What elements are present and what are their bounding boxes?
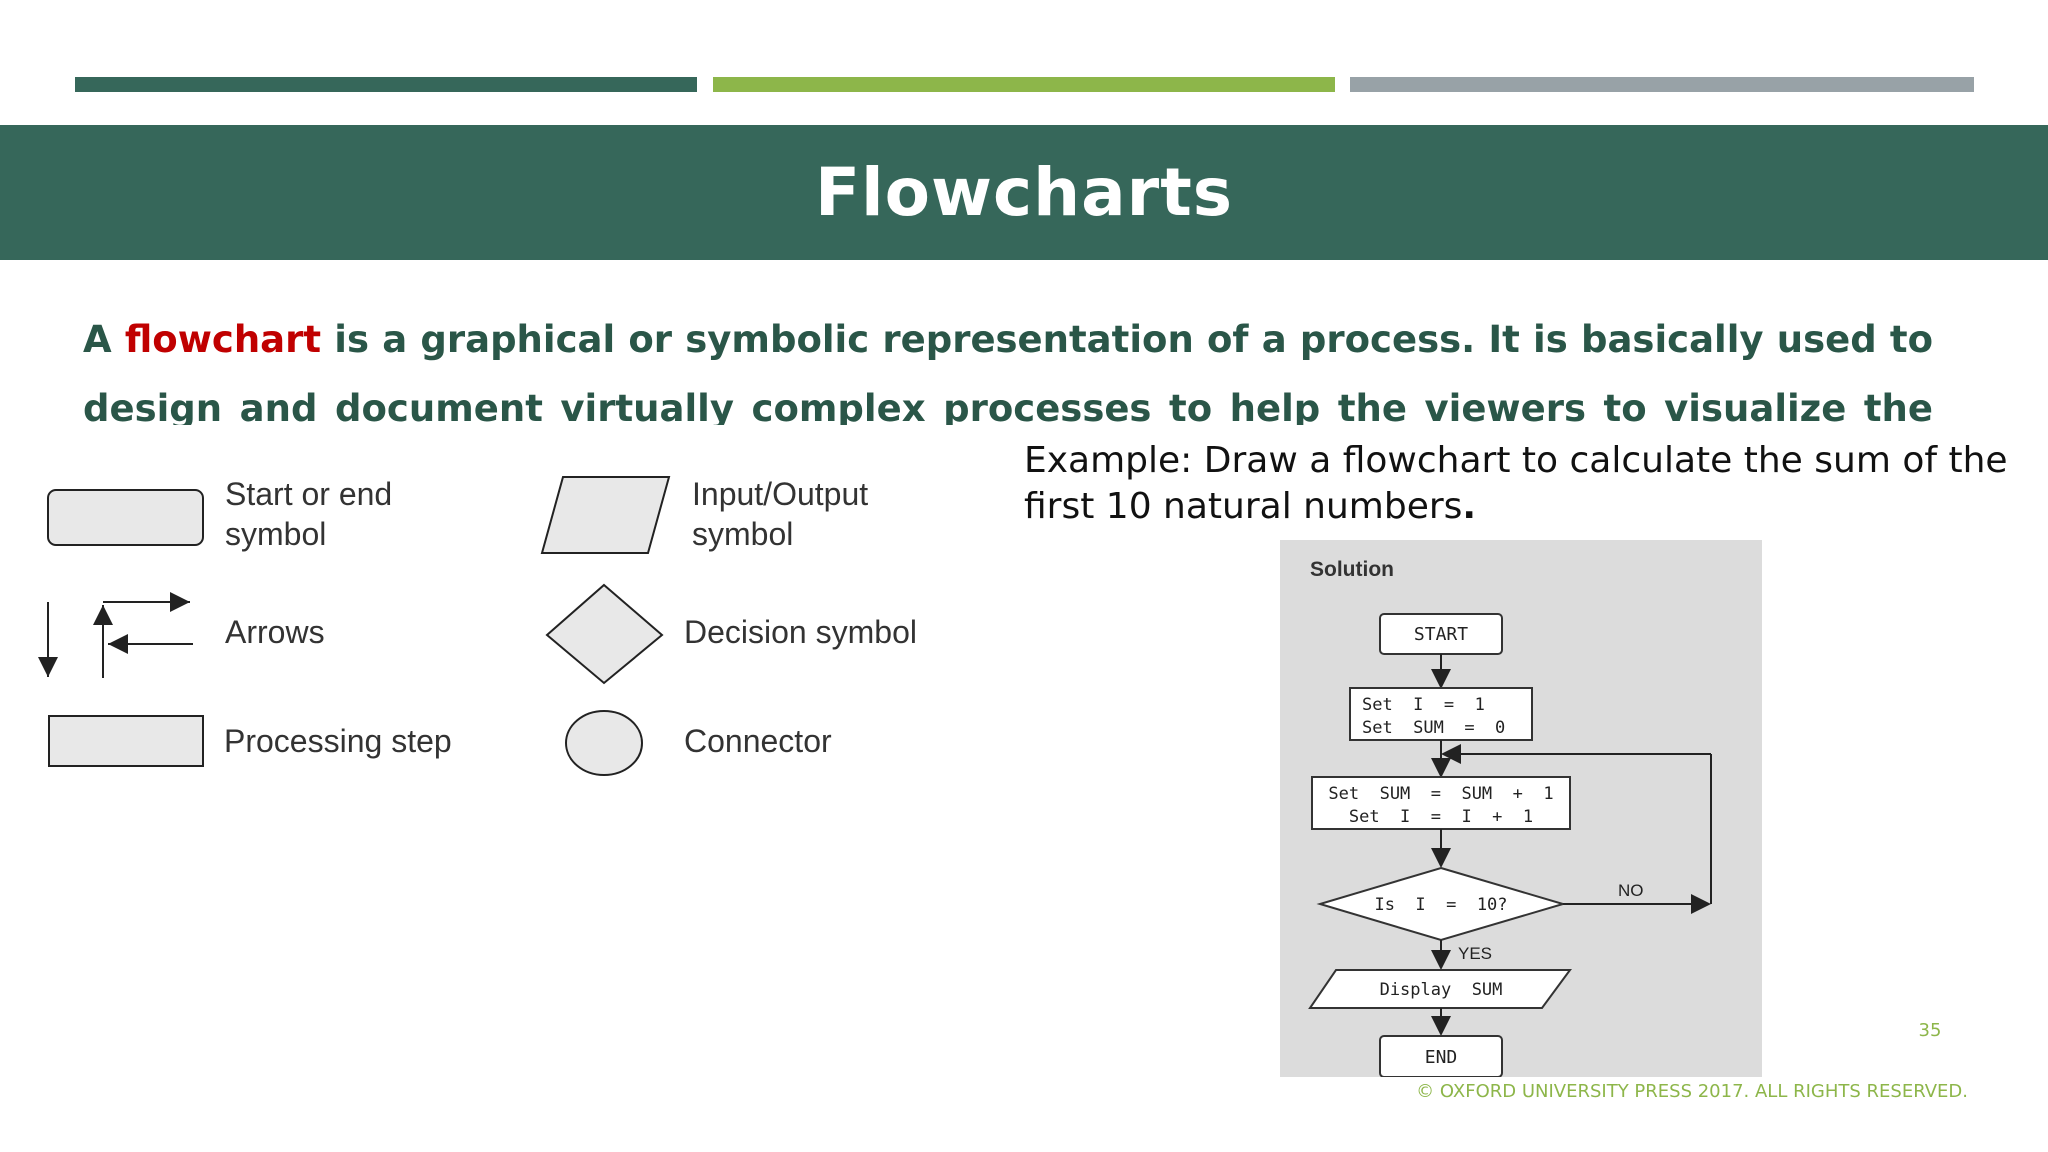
- start-end-label: Start or end symbol: [225, 476, 393, 552]
- init-line-2: Set SUM = 0: [1362, 718, 1505, 738]
- slide-title: Flowcharts: [814, 154, 1234, 231]
- update-line-1: Set SUM = SUM + 1: [1328, 784, 1553, 804]
- start-end-symbol-icon: [47, 489, 204, 546]
- example-text: Example: Draw a flowchart to calculate t…: [1024, 438, 2024, 530]
- copyright-notice: © OXFORD UNIVERSITY PRESS 2017. ALL RIGH…: [1416, 1081, 1968, 1102]
- definition-prefix: A: [83, 318, 125, 361]
- update-node: [1311, 776, 1571, 830]
- input-output-label: Input/Output symbol: [692, 476, 869, 552]
- symbol-legend: Start or end symbol Input/Output symbol …: [0, 440, 1000, 800]
- display-node: [1308, 969, 1572, 1009]
- display-node-label: Display SUM: [1380, 980, 1503, 1000]
- init-node: [1349, 687, 1533, 741]
- input-output-symbol-icon: [540, 476, 671, 554]
- yes-label: YES: [1458, 944, 1492, 963]
- example-end-mark: .: [1462, 486, 1477, 527]
- top-accent-bar-dark-green: [75, 77, 697, 92]
- definition-keyword: flowchart: [124, 318, 322, 361]
- processing-step-icon: [48, 715, 204, 767]
- top-accent-bar-light-green: [713, 77, 1335, 92]
- processing-label: Processing step: [224, 723, 452, 759]
- decision-node-label: Is I = 10?: [1374, 895, 1507, 915]
- end-node: [1379, 1035, 1503, 1077]
- start-node-label: START: [1414, 624, 1468, 645]
- decision-label: Decision symbol: [684, 614, 917, 650]
- page-number: 35: [1918, 1020, 1942, 1041]
- definition-text: is a graphical or symbolic representatio…: [83, 318, 1933, 425]
- solution-heading: Solution: [1310, 558, 1394, 581]
- no-label: NO: [1618, 881, 1644, 900]
- arrows-label: Arrows: [225, 614, 325, 650]
- update-line-2: Set I = I + 1: [1349, 807, 1533, 827]
- decision-symbol-icon: [545, 583, 664, 685]
- arrows-bracket-icon: [93, 592, 193, 678]
- connector-label: Connector: [684, 723, 832, 759]
- example-prompt: Example: Draw a flowchart to calculate t…: [1024, 440, 2008, 527]
- legend-symbols: [38, 476, 671, 776]
- init-line-1: Set I = 1: [1362, 695, 1485, 715]
- solution-flowchart: Solution START Set I = 1 Set SUM = 0 Set…: [1280, 540, 1762, 1077]
- definition-paragraph: A flowchart is a graphical or symbolic r…: [83, 305, 1933, 425]
- title-banner: Flowcharts: [0, 125, 2048, 260]
- solution-flowchart-diagram: Solution START Set I = 1 Set SUM = 0 Set…: [1308, 558, 1712, 1077]
- top-accent-bar-gray: [1350, 77, 1974, 92]
- connector-icon: [565, 710, 643, 776]
- end-node-label: END: [1425, 1047, 1458, 1068]
